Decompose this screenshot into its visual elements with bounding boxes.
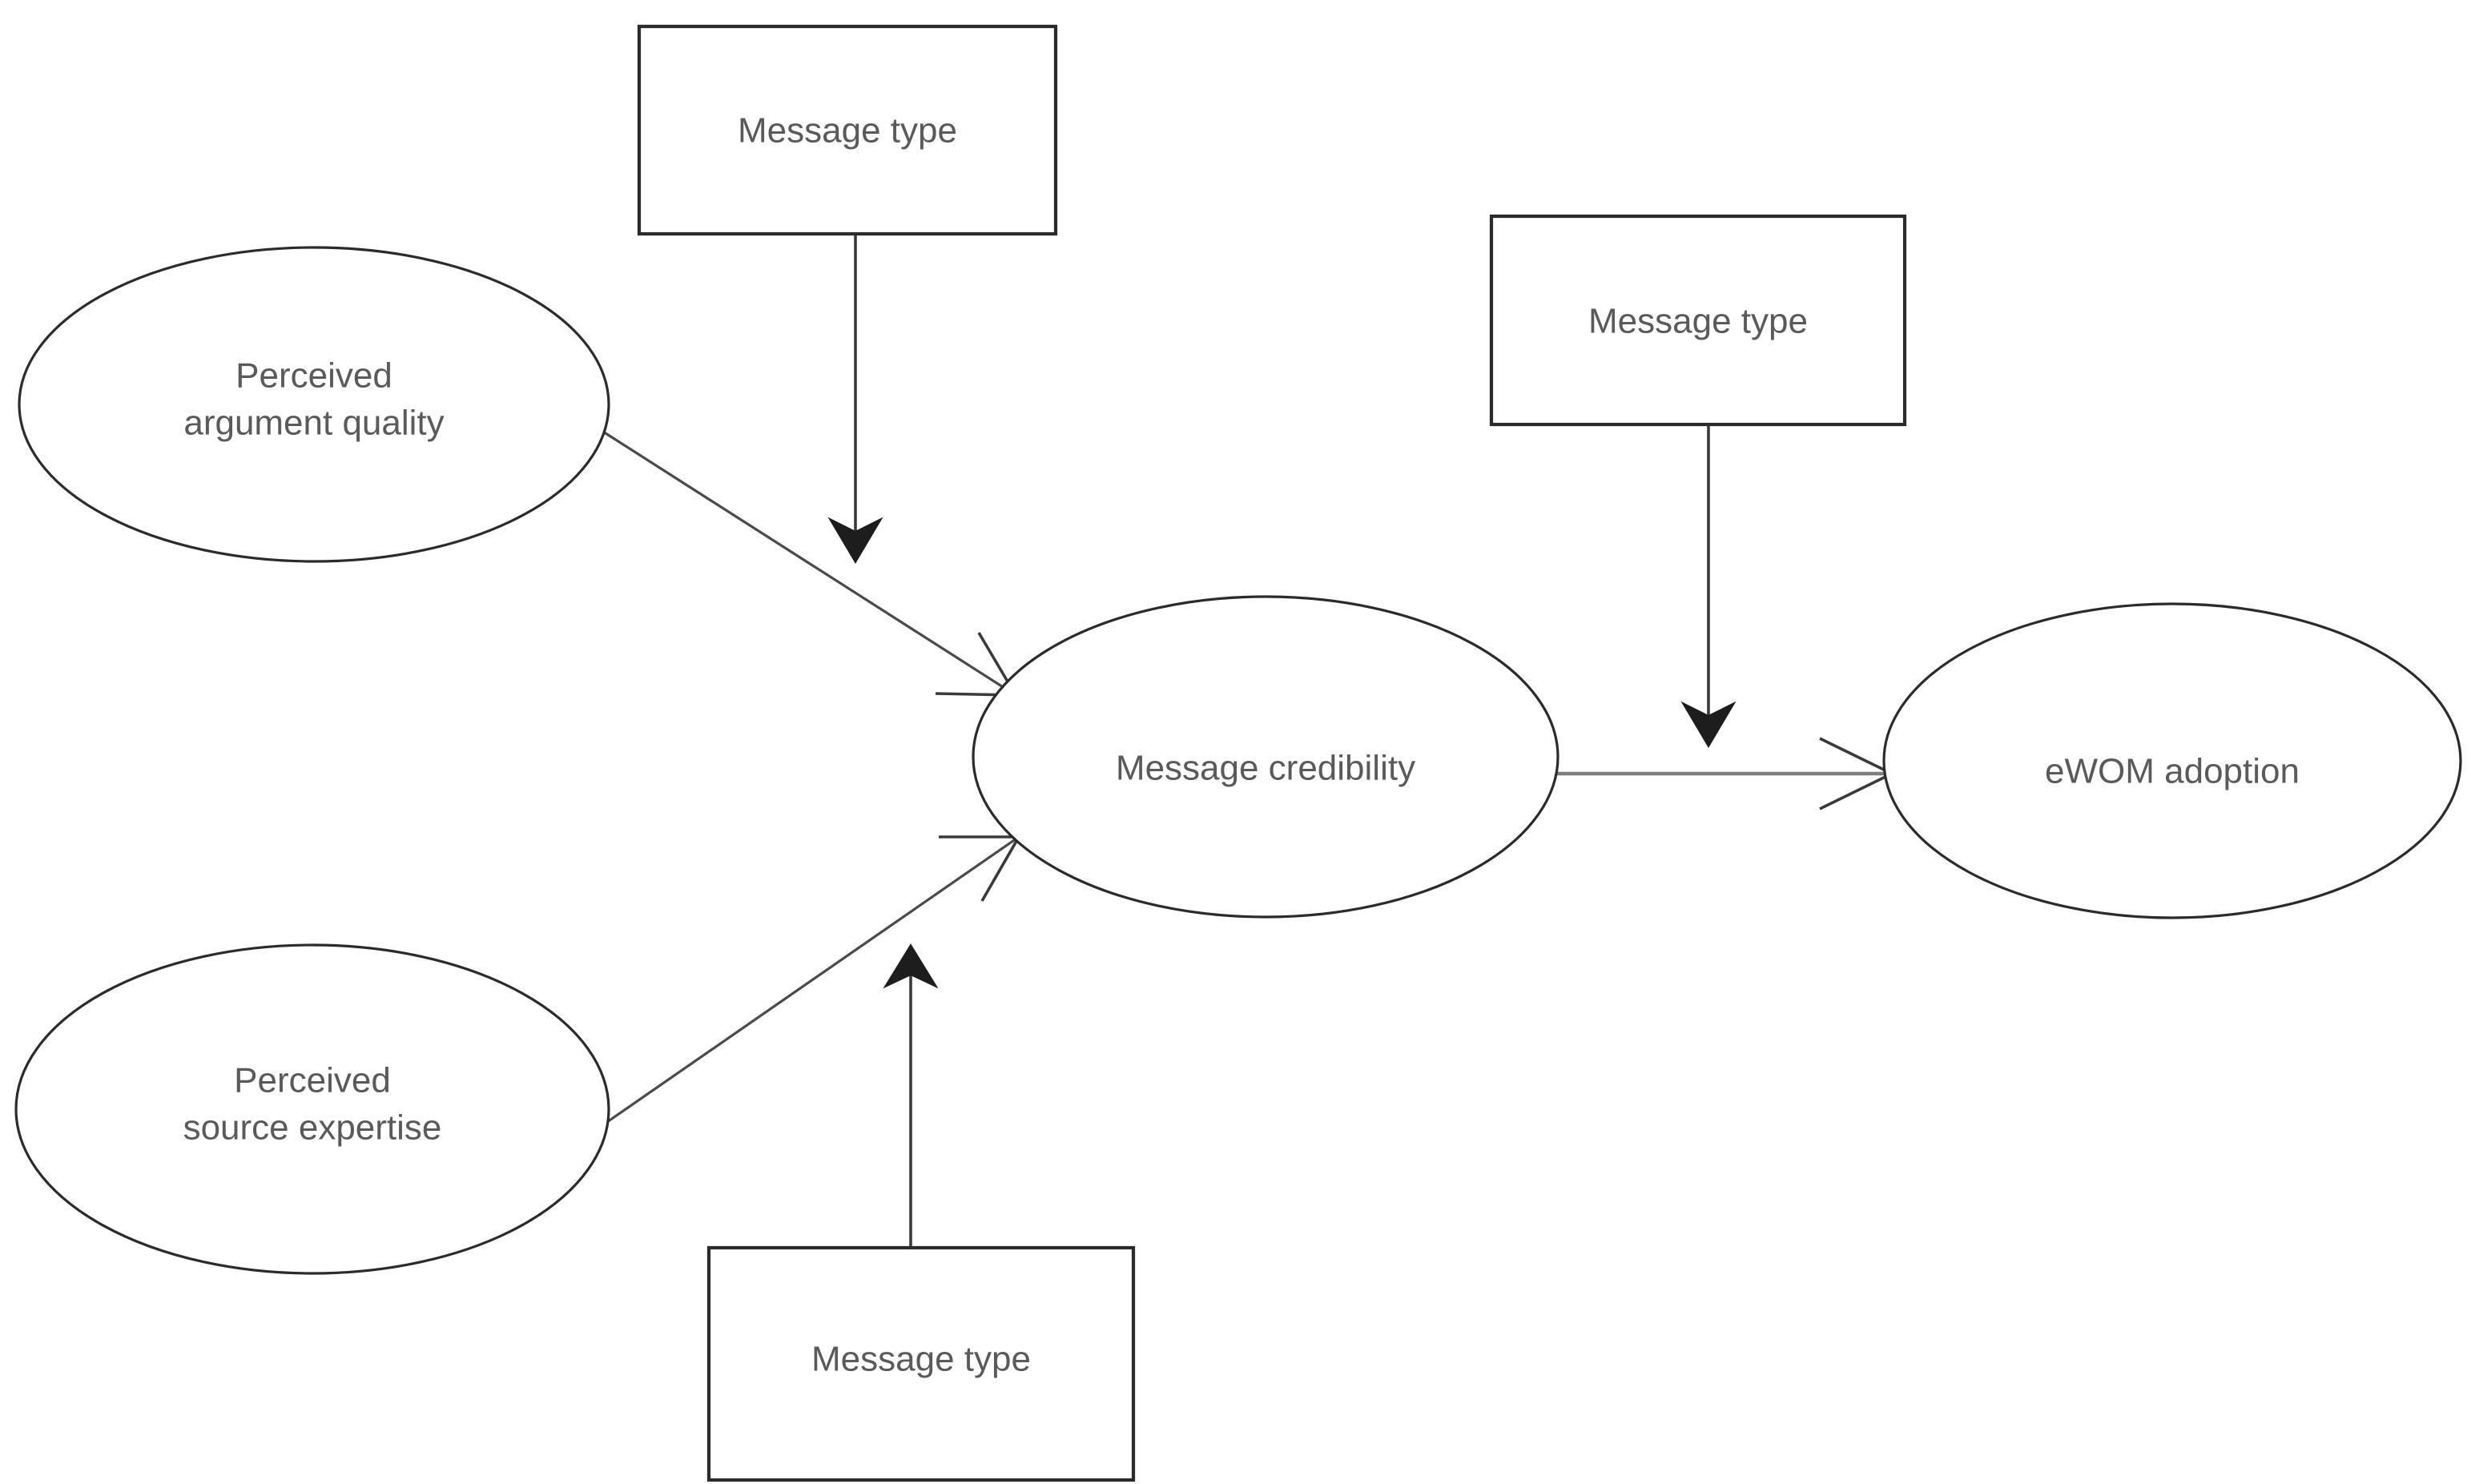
- perceived-source-expertise-ellipse[interactable]: [14, 943, 610, 1275]
- perceived-source-expertise-label-line2: source expertise: [183, 1108, 442, 1148]
- message-type-3-rect[interactable]: [706, 1245, 1136, 1482]
- ewom-adoption-label: eWOM adoption: [2045, 752, 2300, 791]
- message-type-3-label: Message type: [811, 1340, 1031, 1379]
- perceived-source-expertise-label-line1: Perceived: [234, 1061, 391, 1100]
- edge-argument-quality-to-credibility: [594, 424, 1017, 697]
- ewom-adoption-ellipse[interactable]: [1882, 602, 2462, 919]
- node-message-credibility[interactable]: Message credibility: [972, 595, 1559, 919]
- perceived-argument-quality-ellipse[interactable]: [18, 246, 610, 563]
- edge-message-type-1-moderator: [827, 234, 883, 564]
- perceived-argument-quality-label-line1: Perceived: [235, 356, 392, 396]
- edge-message-type-2-moderator: [1680, 424, 1737, 748]
- node-ewom-adoption[interactable]: eWOM adoption: [1882, 602, 2462, 919]
- node-message-type-3[interactable]: Message type: [706, 1245, 1136, 1482]
- node-perceived-argument-quality[interactable]: Perceived argument quality: [18, 246, 610, 563]
- perceived-argument-quality-label-line2: argument quality: [183, 404, 444, 443]
- edge-message-type-3-moderator: [883, 943, 939, 1248]
- message-type-2-label: Message type: [1588, 302, 1808, 341]
- message-type-2-rect[interactable]: [1489, 214, 1907, 427]
- node-message-type-1[interactable]: Message type: [637, 24, 1058, 236]
- edge-source-expertise-to-credibility: [596, 835, 1020, 1131]
- message-credibility-ellipse[interactable]: [972, 595, 1559, 919]
- node-perceived-source-expertise[interactable]: Perceived source expertise: [14, 943, 610, 1275]
- message-type-1-rect[interactable]: [637, 24, 1058, 236]
- message-credibility-label: Message credibility: [1116, 749, 1415, 788]
- node-message-type-2[interactable]: Message type: [1489, 214, 1907, 427]
- edge-credibility-to-ewom: [1552, 737, 1893, 810]
- message-type-1-label: Message type: [738, 111, 957, 151]
